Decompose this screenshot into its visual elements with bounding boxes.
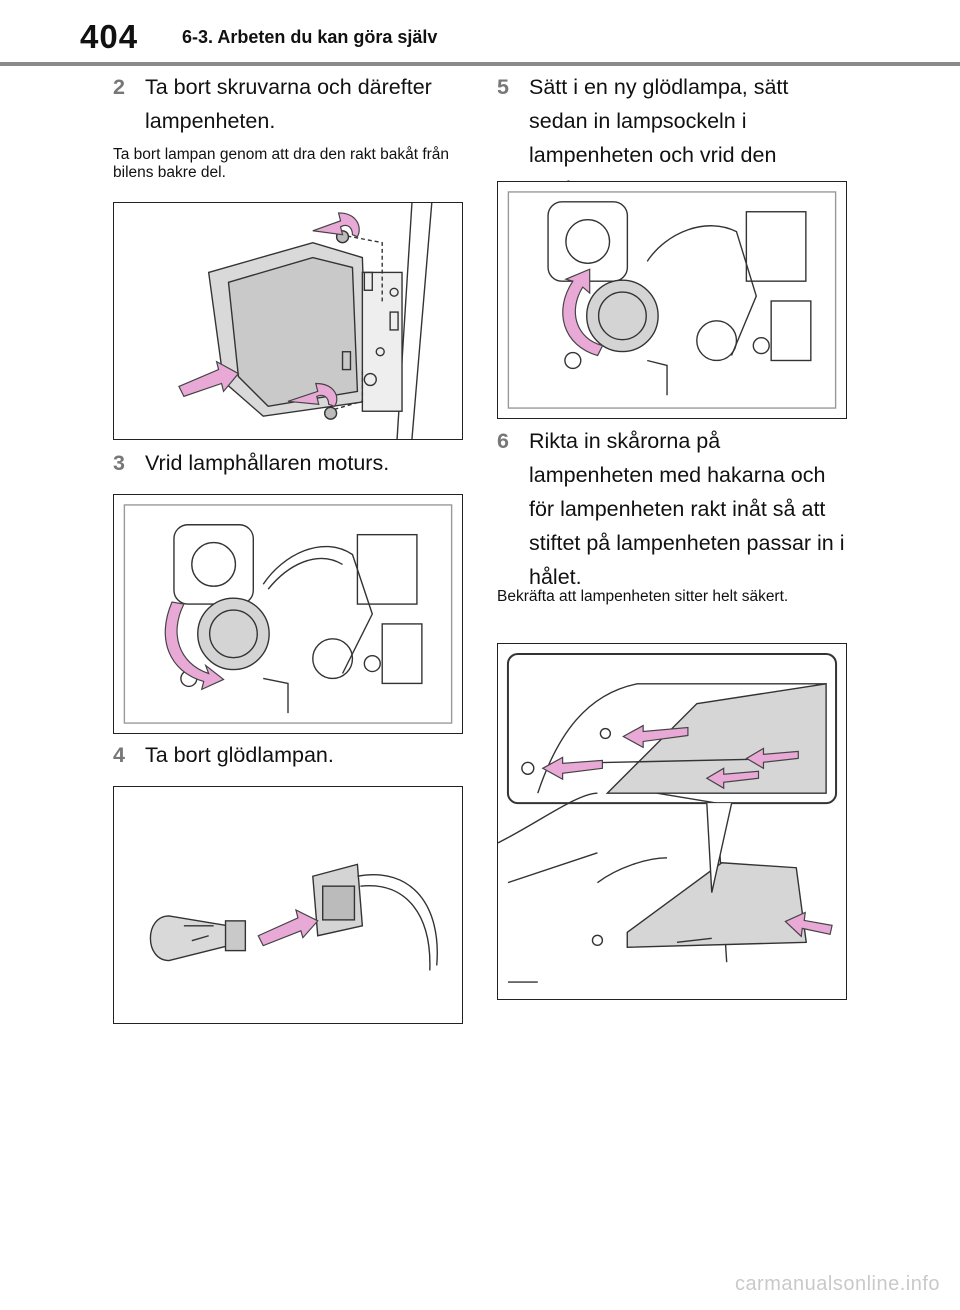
watermark: carmanualsonline.info bbox=[734, 1273, 940, 1295]
step-4-text: Ta bort glödlampan. bbox=[145, 743, 334, 767]
step-6-text: Rikta in skårorna på lampenheten med hak… bbox=[529, 429, 845, 589]
step-5-number: 5 bbox=[497, 75, 509, 99]
step-4: 4 Ta bort glödlampan. bbox=[113, 738, 463, 772]
step-3-text: Vrid lamphållaren moturs. bbox=[145, 451, 390, 475]
socket-cw-illustration bbox=[507, 191, 837, 409]
figure-turn-clockwise bbox=[497, 181, 847, 419]
section-title: 6-3. Arbeten du kan göra själv bbox=[182, 27, 438, 47]
step-2-number: 2 bbox=[113, 75, 125, 99]
step-3-number: 3 bbox=[113, 451, 125, 475]
step-6-note: Bekräfta att lampenheten sitter helt säk… bbox=[497, 588, 789, 605]
figure-install-lamp-unit bbox=[497, 643, 847, 1000]
step-2-note: Ta bort lampan genom att dra den rakt ba… bbox=[113, 146, 450, 181]
step-3: 3 Vrid lamphållaren moturs. bbox=[113, 446, 463, 480]
figure-turn-counterclockwise bbox=[113, 494, 463, 734]
step-2-text: Ta bort skruvarna och därefter lampenhet… bbox=[145, 75, 432, 133]
page-header: 404 6-3. Arbeten du kan göra själv bbox=[0, 0, 960, 70]
bulb-removal-illustration bbox=[149, 863, 438, 971]
header-rule bbox=[0, 62, 960, 66]
figure-remove-bulb bbox=[113, 786, 463, 1024]
step-4-number: 4 bbox=[113, 743, 125, 767]
lamp-unit-screws-illustration bbox=[178, 203, 433, 439]
page-number: 404 bbox=[80, 18, 139, 55]
lamp-unit-install-illustration bbox=[498, 652, 838, 983]
step-2: 2 Ta bort skruvarna och därefter lampenh… bbox=[113, 70, 463, 138]
figure-remove-screws bbox=[113, 202, 463, 440]
step-6-number: 6 bbox=[497, 429, 509, 453]
socket-ccw-illustration bbox=[123, 504, 453, 724]
step-6: 6 Rikta in skårorna på lampenheten med h… bbox=[497, 424, 847, 594]
